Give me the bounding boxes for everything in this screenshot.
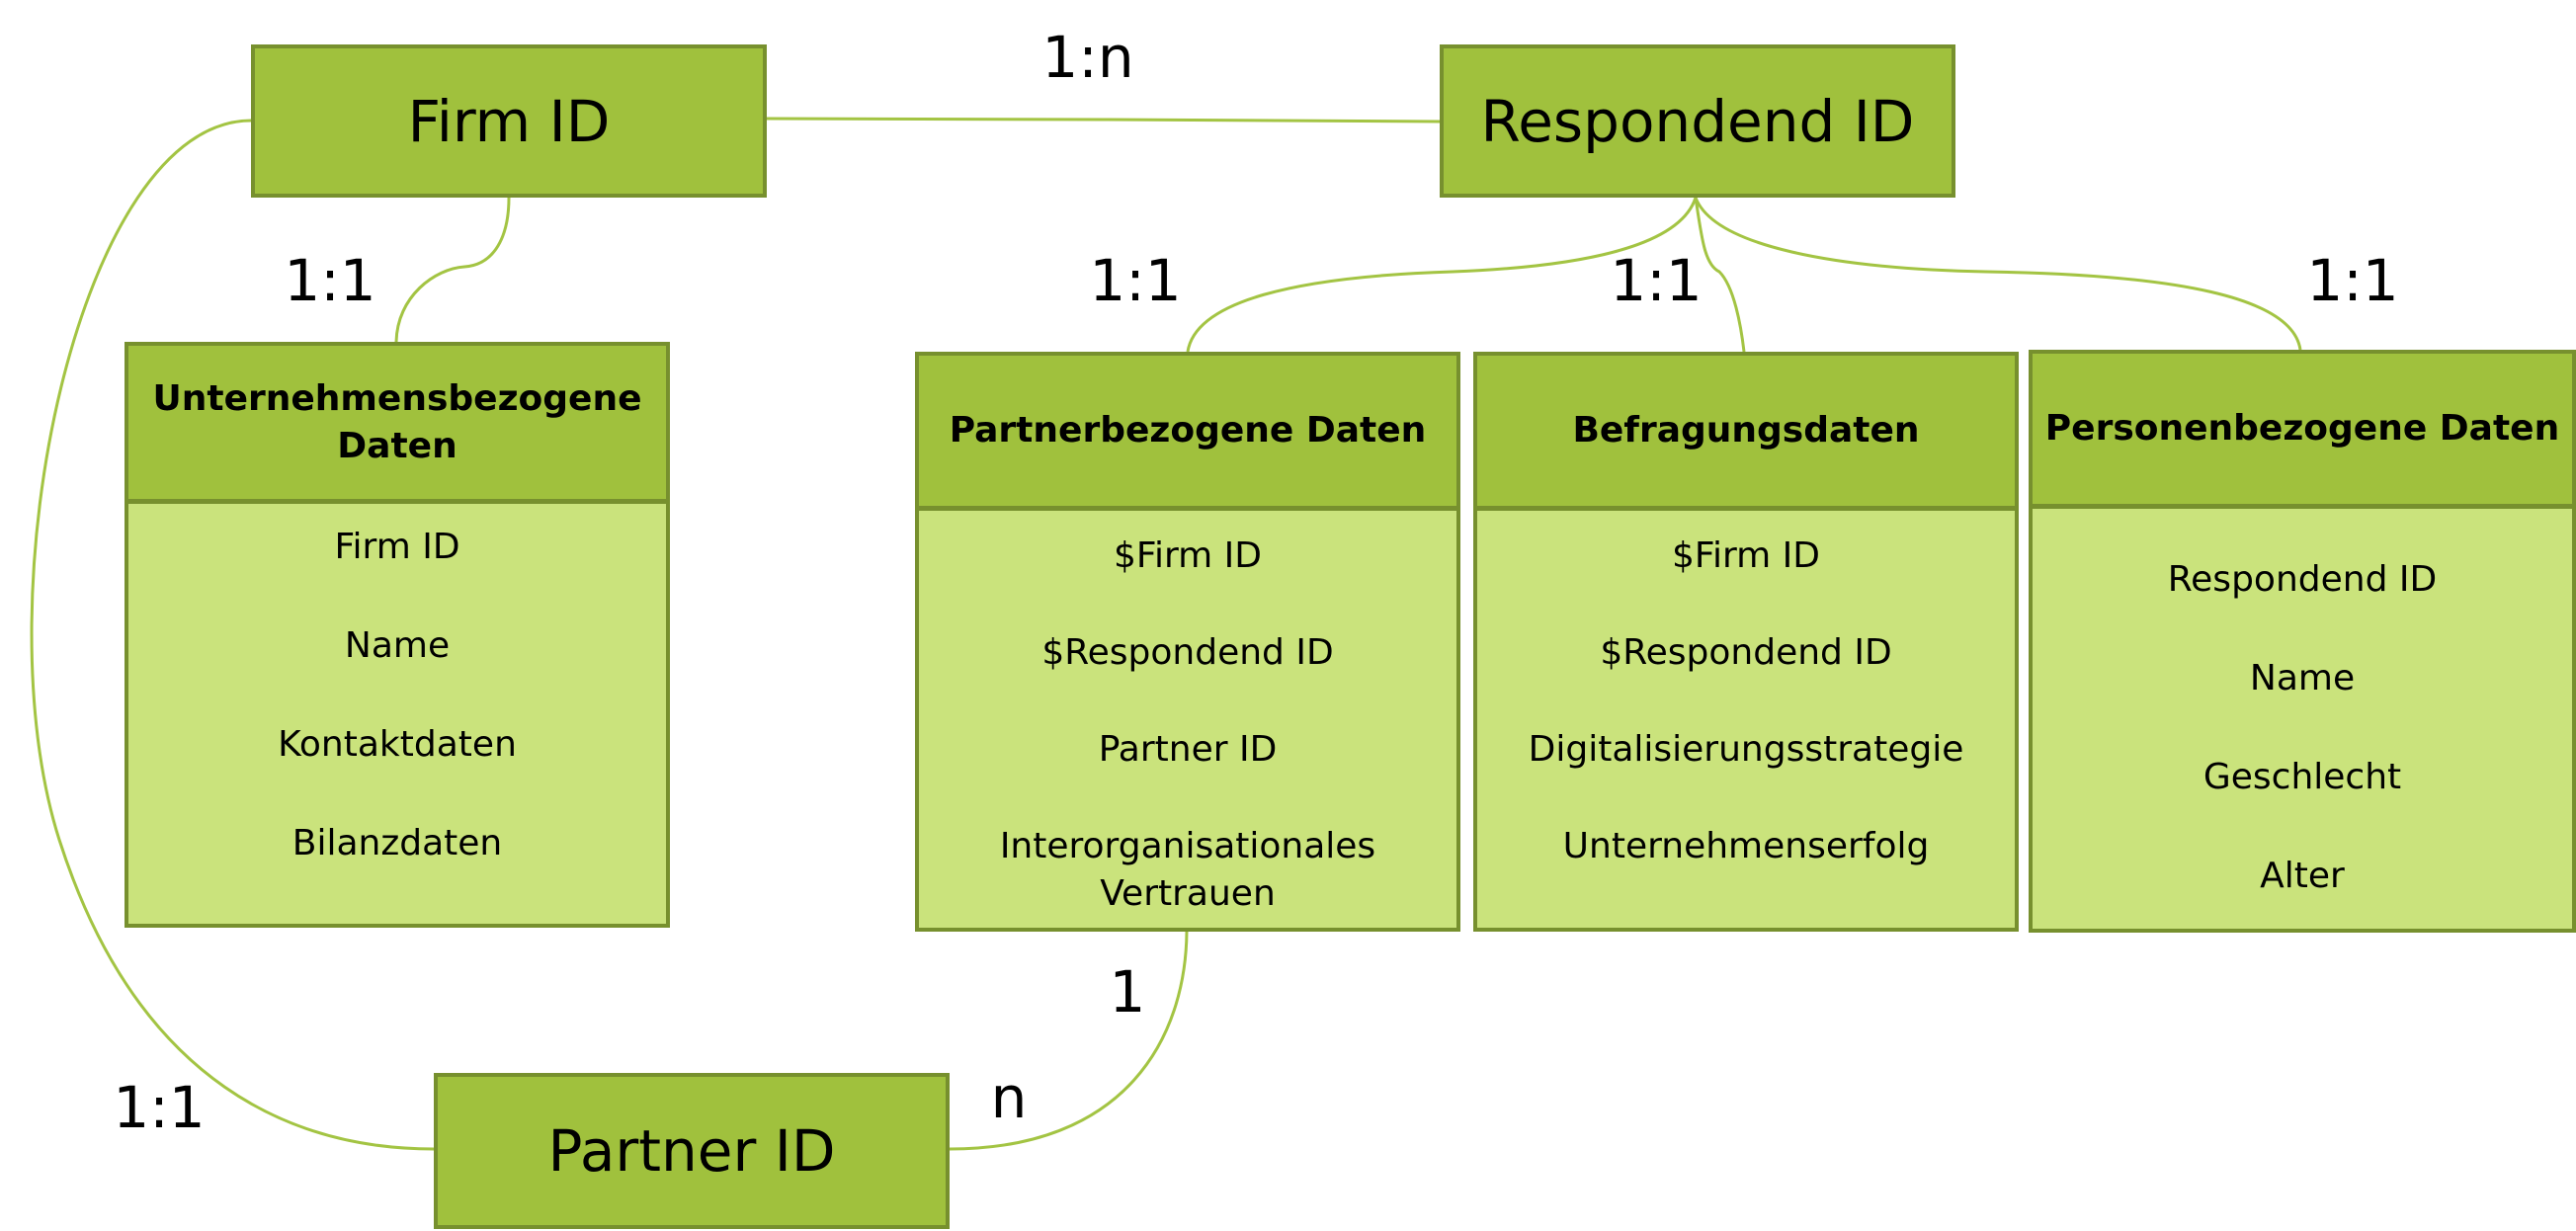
attribute: Name	[344, 625, 451, 666]
cardinality-respondend-person: 1:1	[2306, 247, 2399, 314]
attribute: $Firm ID	[1671, 535, 1820, 576]
attribute: Interorganisationales Vertrauen	[999, 826, 1376, 914]
cardinality-firm-partnerid: 1:1	[113, 1074, 206, 1141]
respondend-id-entity[interactable]: Respondend ID	[1440, 44, 1955, 198]
attribute-list: Firm ID Name Kontaktdaten Bilanzdaten	[128, 504, 666, 867]
attribute: Bilanzdaten	[291, 823, 503, 863]
table-header: Unternehmensbezogene Daten	[128, 346, 666, 504]
attribute-list: $Firm ID $Respondend ID Digitalisierungs…	[1477, 511, 2015, 870]
cardinality-partnerid-many: n	[990, 1064, 1028, 1131]
cardinality-respondend-befragung: 1:1	[1610, 247, 1703, 314]
attribute: Respondend ID	[2167, 559, 2438, 600]
connector-respondend-befragung	[1694, 197, 1746, 353]
attribute: Digitalisierungsstrategie	[1528, 729, 1964, 770]
attribute: $Firm ID	[1113, 535, 1262, 576]
attribute: Unternehmenserfolg	[1562, 826, 1930, 866]
table-title: Partnerbezogene Daten	[949, 410, 1427, 451]
attribute-list: Respondend ID Name Geschlecht Alter	[2033, 509, 2572, 900]
firm-id-entity[interactable]: Firm ID	[251, 44, 767, 198]
firm-id-label: Firm ID	[407, 87, 611, 155]
cardinality-respondend-partnerdaten: 1:1	[1089, 247, 1182, 314]
cardinality-firm-respondend: 1:n	[1041, 24, 1134, 91]
table-header: Personenbezogene Daten	[2033, 354, 2572, 509]
attribute: $Respondend ID	[1041, 632, 1334, 673]
connector-respondend-person	[1694, 197, 2302, 351]
connector-respondend-partnerdaten	[1186, 197, 1698, 353]
connector-firm-partnerid	[30, 119, 435, 1151]
connector-partnerdaten-partnerid	[949, 931, 1189, 1151]
table-title: Personenbezogene Daten	[2044, 408, 2560, 449]
table-header: Befragungsdaten	[1477, 356, 2015, 511]
connector-firm-unternehmen	[394, 197, 511, 343]
attribute: Partner ID	[1098, 729, 1278, 770]
cardinality-partnerdaten-one: 1	[1109, 958, 1146, 1026]
table-personenbezogene-daten[interactable]: Personenbezogene Daten Respondend ID Nam…	[2029, 350, 2576, 933]
table-partnerbezogene-daten[interactable]: Partnerbezogene Daten $Firm ID $Responde…	[915, 352, 1460, 932]
attribute: $Respondend ID	[1600, 632, 1892, 673]
table-title: Befragungsdaten	[1572, 410, 1920, 451]
respondend-id-label: Respondend ID	[1480, 87, 1915, 155]
table-title: Unternehmensbezogene Daten	[152, 377, 642, 466]
connector-firm-respondend	[766, 117, 1441, 123]
attribute: Kontaktdaten	[278, 724, 517, 765]
cardinality-firm-unternehmen: 1:1	[284, 247, 376, 314]
partner-id-label: Partner ID	[547, 1117, 836, 1185]
attribute: Name	[2249, 658, 2356, 698]
attribute: Geschlecht	[2202, 757, 2402, 797]
attribute: Alter	[2260, 856, 2345, 896]
table-header: Partnerbezogene Daten	[919, 356, 1456, 511]
attribute-list: $Firm ID $Respondend ID Partner ID Inter…	[919, 511, 1456, 918]
partner-id-entity[interactable]: Partner ID	[434, 1073, 950, 1229]
table-unternehmensbezogene-daten[interactable]: Unternehmensbezogene Daten Firm ID Name …	[125, 342, 670, 928]
table-befragungsdaten[interactable]: Befragungsdaten $Firm ID $Respondend ID …	[1473, 352, 2019, 932]
attribute: Firm ID	[334, 527, 460, 567]
